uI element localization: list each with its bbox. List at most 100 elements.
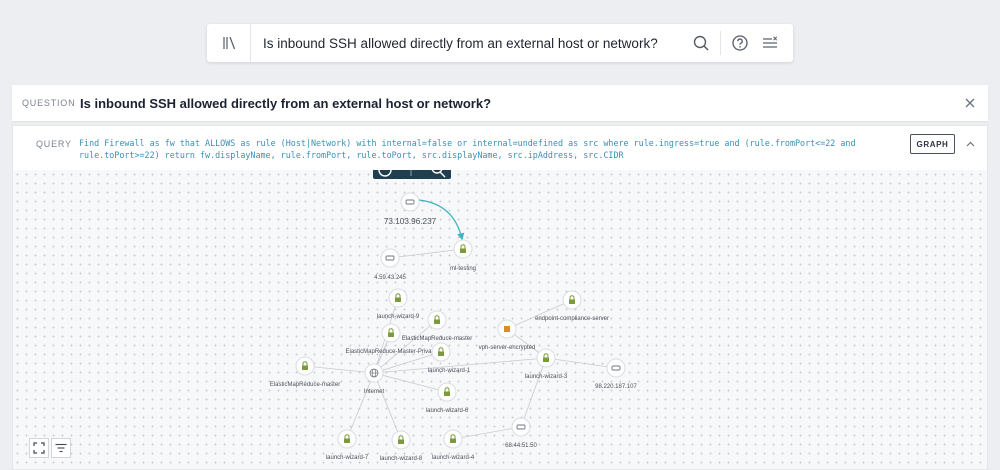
lock-icon [569,295,575,304]
node-label: Internet [364,389,385,395]
lock-icon [395,293,401,302]
lock-icon [460,244,466,253]
node-label: launch-wizard-6 [426,408,469,414]
graph-node[interactable]: Internet [364,363,385,395]
graph-edge [346,372,375,440]
node-label: ElasticMapReduce-Master-Private [345,349,437,355]
node-label: launch-wizard-4 [432,455,475,461]
node-label: ml-testing [450,266,476,272]
node-label: vpn-server-encrypted [479,345,536,351]
lock-icon [543,353,549,362]
filter-icon [55,443,67,453]
graph-node[interactable]: launch-wizard-3 [525,348,568,380]
search-button[interactable] [686,24,716,62]
list-clear-icon [763,36,778,48]
library-icon [222,36,235,50]
graph-node[interactable]: 68.44.51.50 [505,417,538,449]
graph-svg[interactable]: 73.103.96.237 ml-testing 4.59.43.245 launch… [13,162,987,470]
lock-icon [344,434,350,443]
query-code: Find Firewall as fw that ALLOWS as rule … [79,138,856,160]
node-label: launch-wizard-9 [377,314,420,320]
node-label: launch-wizard-1 [428,368,471,374]
close-icon [965,98,975,108]
close-question-button[interactable] [952,85,988,121]
help-icon [732,35,748,51]
question-bar: QUESTION Is inbound SSH allowed directly… [12,85,988,121]
search-input[interactable]: Is inbound SSH allowed directly from an … [263,35,658,51]
graph-node[interactable]: launch-wizard-9 [377,288,420,320]
node-label: launch-wizard-3 [525,374,568,380]
node-circle[interactable] [380,248,400,268]
lock-icon [450,434,456,443]
graph-edge [418,199,465,241]
question-label: QUESTION [22,98,76,108]
collapse-button[interactable] [962,136,978,152]
lock-icon [438,347,444,356]
node-label: 98.220.187.107 [595,384,637,390]
graph-node[interactable]: 4.59.43.245 [374,248,407,281]
node-label: launch-wizard-8 [380,456,423,462]
alert-firewall-icon [504,326,510,332]
fullscreen-icon [33,442,45,454]
graph-node[interactable]: ElasticMapReduce-master [270,356,340,388]
question-text: Is inbound SSH allowed directly from an … [80,95,492,111]
lock-icon [388,328,394,337]
graph-filter-button[interactable] [51,438,71,458]
node-label: 68.44.51.50 [505,443,537,449]
graph-node[interactable]: ml-testing [450,239,476,272]
host-icon [385,255,395,261]
graph-edge [373,319,438,374]
node-label: 4.59.43.245 [374,275,406,281]
graph-edge [373,357,547,374]
divider [720,31,721,55]
query-row: QUERY Find Firewall as fw that ALLOWS as… [13,126,987,170]
graph-node[interactable]: launch-wizard-4 [432,429,475,461]
graph-toolbar [373,162,451,179]
graph-edge [452,426,522,440]
graph-node[interactable]: vpn-server-encrypted [479,319,536,351]
help-button[interactable] [725,24,755,62]
node-circle[interactable] [606,358,626,378]
clear-results-button[interactable] [755,24,785,62]
graph-node[interactable]: ElasticMapReduce-master [402,310,472,342]
lock-icon [398,435,404,444]
node-circle[interactable] [511,417,531,437]
graph-node[interactable]: launch-wizard-8 [380,430,423,462]
graph-edge [506,299,573,330]
globe-icon [369,368,379,378]
host-icon [516,424,526,430]
search-bar: Is inbound SSH allowed directly from an … [207,24,793,62]
graph-node[interactable]: 98.220.187.107 [595,358,638,390]
lock-icon [434,315,440,324]
zoom-handle [439,171,446,178]
node-label: ElasticMapReduce-master [270,382,340,388]
graph-node[interactable]: launch-wizard-7 [326,429,369,461]
node-label: endpoint-compliance-server [535,316,609,322]
host-icon [611,365,621,371]
graph-edge [389,248,464,259]
lock-icon [444,387,450,396]
library-button[interactable] [207,24,251,62]
fit-to-screen-button[interactable] [29,438,49,458]
lock-icon [302,361,308,370]
graph-button[interactable]: GRAPH [910,134,955,154]
node-circle[interactable] [400,192,420,212]
graph-edge [545,357,617,369]
graph-nodes: 73.103.96.237 ml-testing 4.59.43.245 launch… [270,192,638,462]
node-label: launch-wizard-7 [326,455,369,461]
graph-node[interactable]: ElasticMapReduce-Master-Private [345,323,437,355]
graph-edge [373,372,448,393]
host-icon [405,199,415,205]
graph-edge [373,351,442,374]
node-label: 73.103.96.237 [384,217,437,226]
graph-edge [304,365,375,374]
graph-edge [520,357,547,428]
graph-node[interactable]: 73.103.96.237 [384,192,437,226]
graph-node[interactable]: launch-wizard-6 [426,382,469,414]
chevron-up-icon [966,141,974,147]
graph-toolbar-bg [373,162,451,179]
graph-node[interactable]: launch-wizard-1 [428,342,471,374]
node-label: ElasticMapReduce-master [402,336,472,342]
graph-node[interactable]: endpoint-compliance-server [535,290,609,322]
graph-canvas[interactable]: 73.103.96.237 ml-testing 4.59.43.245 launch… [13,162,987,470]
